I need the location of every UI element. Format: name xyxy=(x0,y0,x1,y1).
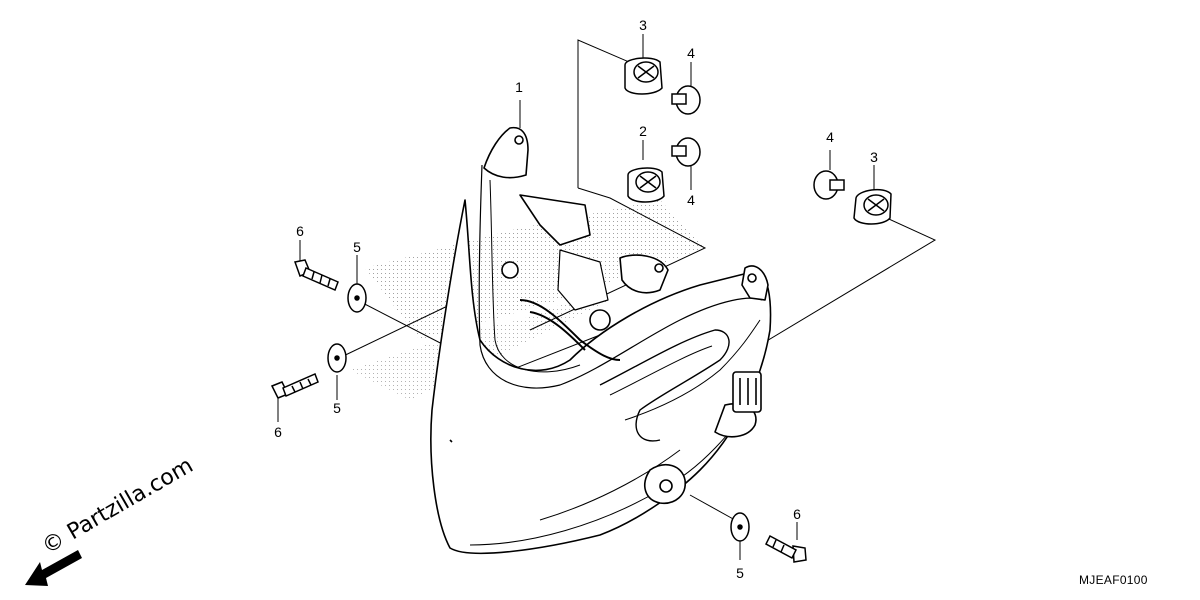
collar-part-4-right xyxy=(813,170,845,200)
callout-5-upper: 5 xyxy=(353,239,361,255)
callout-4-middle: 4 xyxy=(687,192,695,208)
callout-6-upper: 6 xyxy=(296,223,304,239)
diagram-code: MJEAF0100 xyxy=(1079,573,1148,587)
headlight-assembly xyxy=(430,126,772,555)
callout-5-bottom: 5 xyxy=(736,565,744,581)
callout-3-top: 3 xyxy=(639,17,647,33)
callout-1: 1 xyxy=(515,79,523,95)
collar-part-4-top xyxy=(671,85,701,115)
callout-4-right: 4 xyxy=(826,129,834,145)
grommet-part-2 xyxy=(627,167,665,203)
washers-part-5 xyxy=(327,283,750,542)
bolts-part-6 xyxy=(270,259,807,563)
callout-4-top: 4 xyxy=(687,45,695,61)
collar-part-4-middle xyxy=(671,137,701,167)
front-direction-arrow: FR. xyxy=(25,545,82,586)
callout-3-right: 3 xyxy=(870,149,878,165)
grommet-part-3-top xyxy=(624,57,663,95)
callout-6-bottom: 6 xyxy=(793,506,801,522)
grommet-part-3-right xyxy=(853,188,892,225)
callout-5-lower: 5 xyxy=(333,400,341,416)
callout-2: 2 xyxy=(639,123,647,139)
callout-6-lower: 6 xyxy=(274,424,282,440)
